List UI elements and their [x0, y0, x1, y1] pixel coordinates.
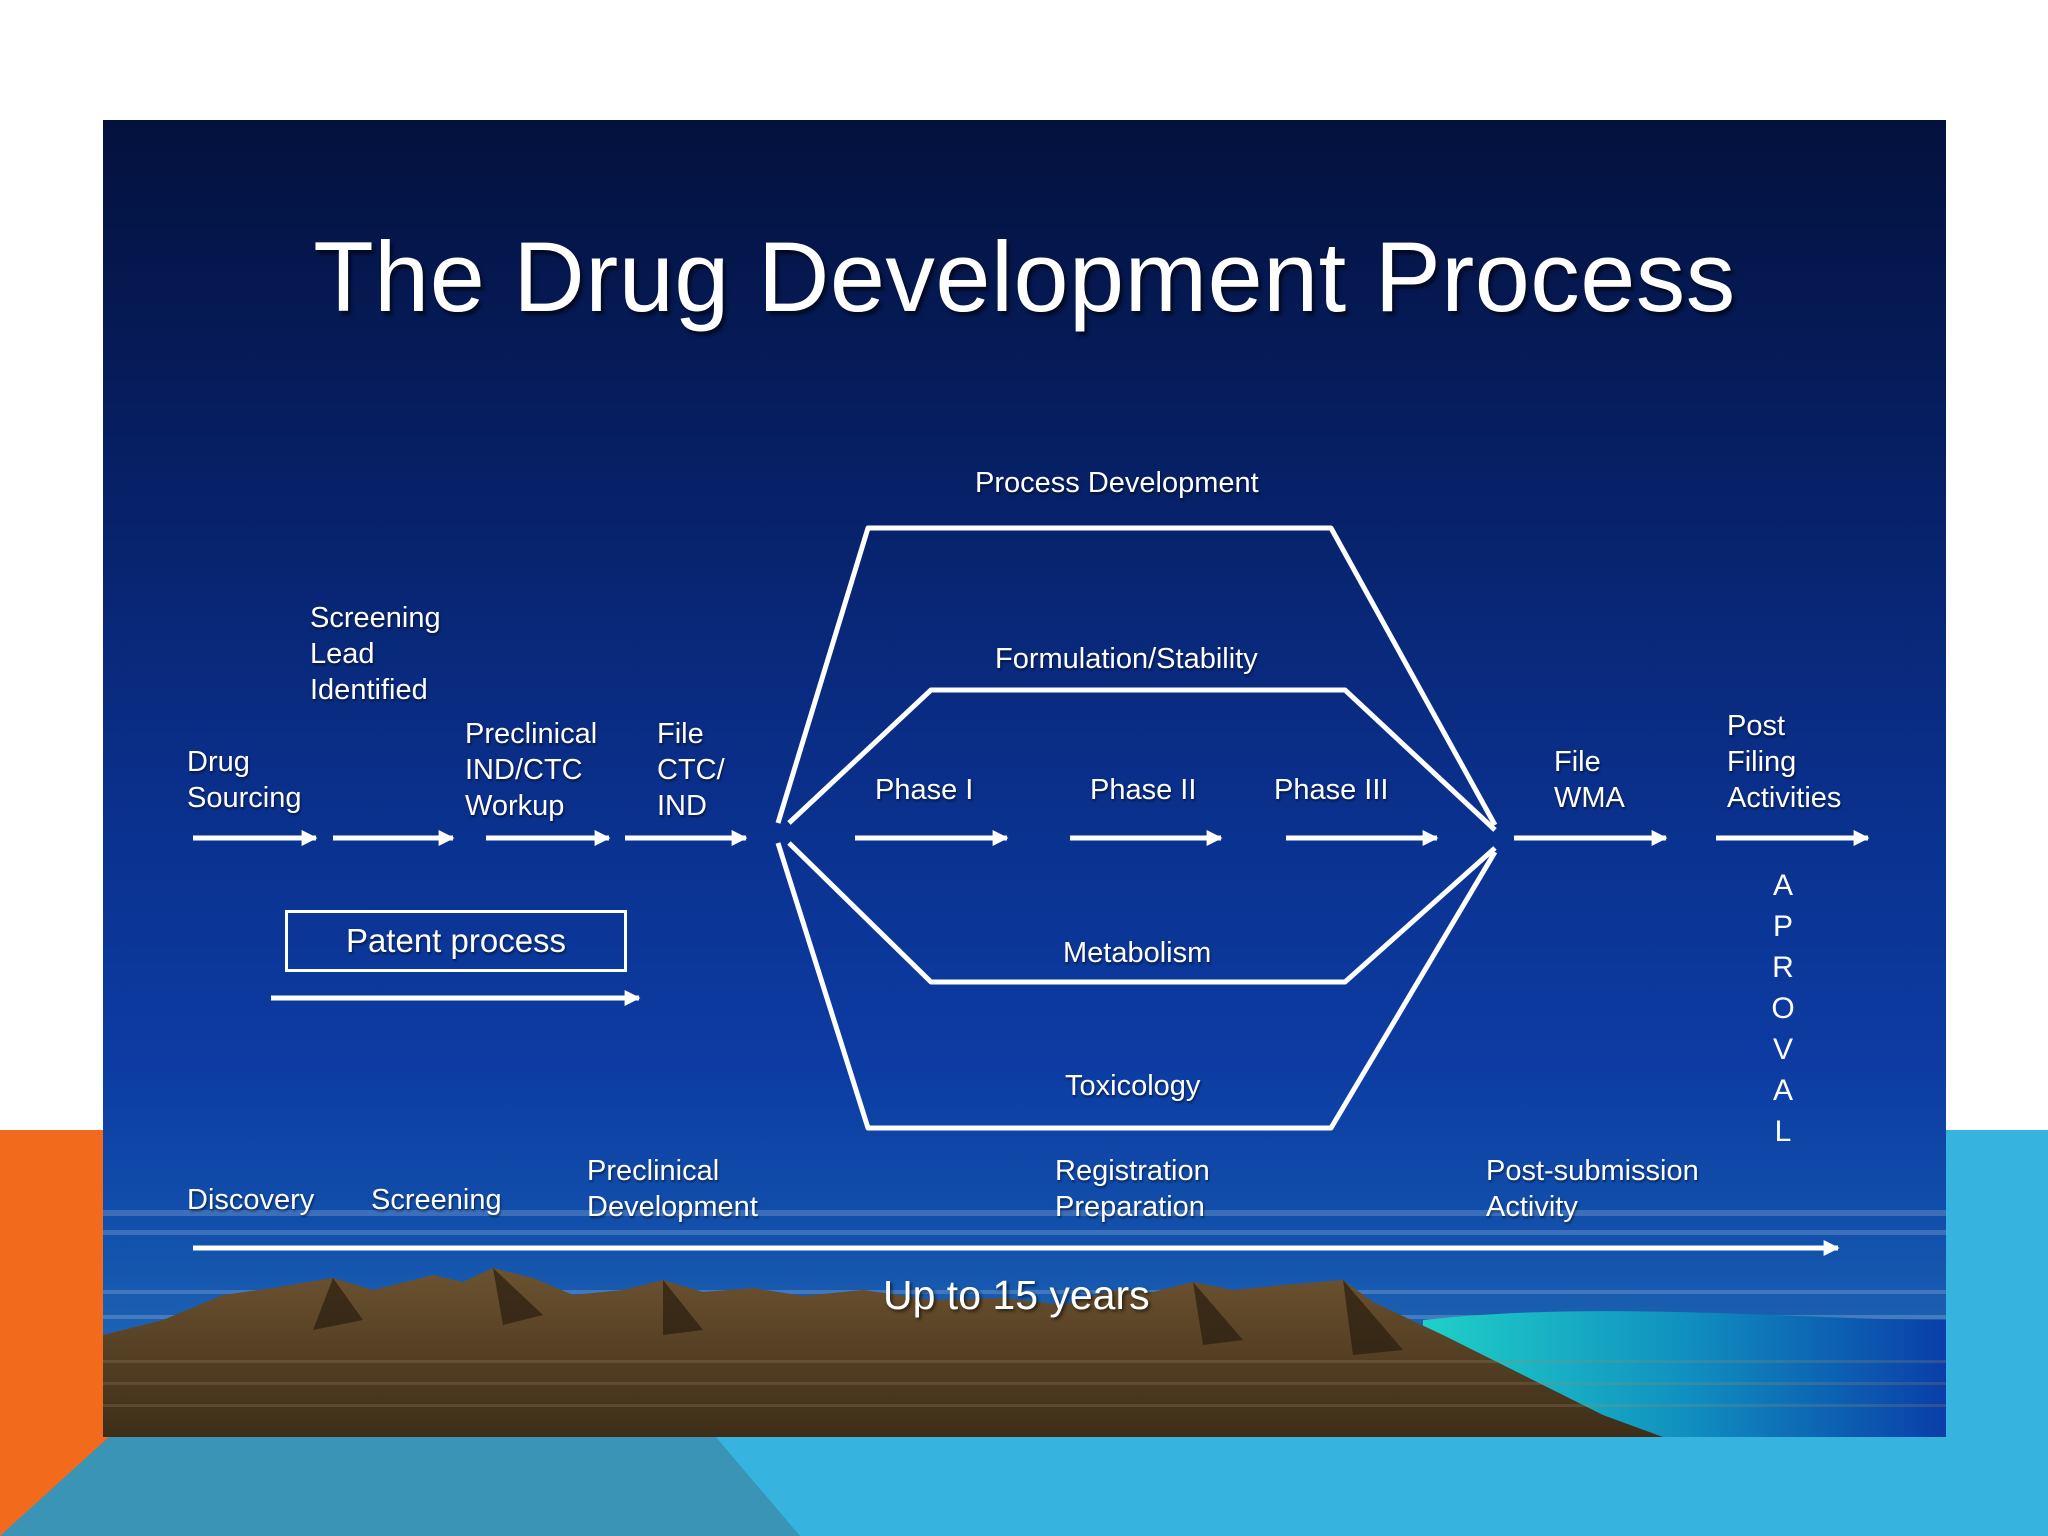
- label-file-wma: File WMA: [1554, 746, 1625, 814]
- mountain-stripes: [103, 1360, 1946, 1407]
- label-process-development: Process Development: [975, 467, 1259, 499]
- label-formulation-stability: Formulation/Stability: [995, 643, 1258, 675]
- process-arrows: [193, 829, 1870, 1257]
- diagram-graphics: [103, 525, 1946, 1437]
- label-phase-3: Phase III: [1274, 774, 1389, 806]
- label-phase-2: Phase II: [1090, 774, 1197, 806]
- timeline-label: Up to 15 years: [883, 1272, 1150, 1318]
- stage-preclinical-development: Preclinical Development: [587, 1155, 758, 1223]
- stage-registration-preparation: Registration Preparation: [1055, 1155, 1210, 1223]
- mountain-range: [103, 1268, 1663, 1437]
- label-metabolism: Metabolism: [1063, 937, 1212, 969]
- formulation-outline: [787, 687, 1497, 832]
- stage-screening: Screening: [371, 1184, 502, 1216]
- label-toxicology: Toxicology: [1065, 1070, 1201, 1102]
- label-file-ctc: File CTC/ IND: [657, 718, 725, 822]
- stage-post-submission: Post-submission Activity: [1486, 1155, 1699, 1223]
- mountain-shadows: [313, 1268, 1403, 1355]
- slide-title: The Drug Development Process: [313, 221, 1736, 332]
- metabolism-outline: [787, 841, 1497, 985]
- label-preclinical-workup: Preclinical IND/CTC Workup: [465, 718, 598, 822]
- toxicology-outline: [775, 842, 1498, 1131]
- process-development-outline: [775, 525, 1498, 827]
- stage-discovery: Discovery: [187, 1184, 315, 1216]
- slide: The Drug Development Process Screening L…: [103, 120, 1946, 1437]
- label-drug-sourcing: Drug Sourcing: [187, 746, 302, 814]
- label-screening-lead: Screening Lead Identified: [310, 602, 441, 706]
- label-phase-1: Phase I: [875, 774, 974, 806]
- patent-process-box: Patent process: [285, 910, 627, 972]
- bottom-accent-trapezoid: [0, 1436, 800, 1536]
- label-post-filing: Post Filing Activities: [1727, 710, 1842, 814]
- label-approval: A P R O V A L: [1771, 869, 1795, 1148]
